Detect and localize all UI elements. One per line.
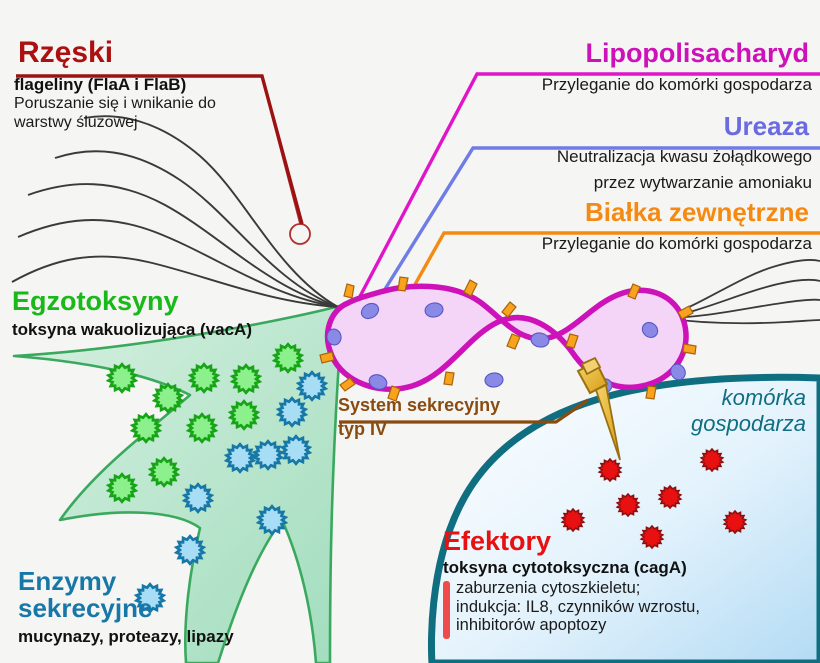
outer-protein-spikes: [319, 276, 697, 402]
secretory-enzymes-description: mucynazy, proteazy, lipazy: [18, 626, 234, 646]
secretory-enzymes-heading-line1: Enzymy: [18, 566, 117, 596]
leader-line-t4ss: [339, 398, 589, 424]
urease-heading: Ureaza: [723, 111, 809, 141]
secretory-enzymes-heading-line2: sekrecyjne: [18, 593, 153, 624]
outer-proteins-heading: Białka zewnętrzne: [585, 197, 809, 227]
outer-proteins-description: Przyleganie do komórki gospodarza: [541, 234, 812, 253]
host-cell-line1: komórka: [721, 385, 806, 410]
leader-line-urease: [370, 146, 820, 311]
lps-heading-wrap: Lipopolisacharyd: [585, 40, 812, 67]
exotoxins-heading: Egzotoksyny: [12, 286, 179, 316]
label-outer-proteins: Białka zewnętrzne Przyleganie do komórki…: [542, 199, 812, 253]
effectors-description-block: zaburzenia cytoszkieletu; indukcja: IL8,…: [443, 579, 700, 640]
label-effectors: Efektory toksyna cytotoksyczna (cagA) za…: [443, 526, 700, 640]
lps-description: Przyleganie do komórki gospodarza: [541, 75, 812, 94]
label-flagella: Rzęski flageliny (FlaA i FlaB) Poruszani…: [14, 38, 216, 148]
label-host-cell: komórka gospodarza: [640, 385, 806, 437]
secretion-needle: [576, 356, 621, 461]
effectors-description-line3: inhibitorów apoptozy: [456, 615, 607, 634]
outer-proteins-heading-wrap: Białka zewnętrzne: [585, 199, 812, 226]
exotoxins-description: toksyna wakuolizująca (vacA): [12, 320, 252, 339]
flagella-description-line2: warstwy śluzowej: [14, 113, 138, 131]
secretion-system-heading-line1: System sekrecyjny: [338, 395, 501, 415]
label-exotoxins: Egzotoksyny toksyna wakuolizująca (vacA): [12, 286, 252, 340]
label-urease: Ureaza Neutralizacja kwasu żołądkowego p…: [556, 111, 813, 193]
flagella-subtitle: flageliny (FlaA i FlaB): [14, 75, 187, 94]
flagella-left: [11, 115, 339, 308]
leader-line-outer-proteins: [402, 231, 820, 305]
effectors-description-line1: zaburzenia cytoszkieletu;: [456, 579, 641, 598]
label-lps: Lipopolisacharyd Przyleganie do komórki …: [541, 40, 812, 95]
effectors-subtitle: toksyna cytotoksyczna (cagA): [443, 558, 687, 577]
urease-description-line2: przez wytwarzanie amoniaku: [593, 173, 812, 193]
effectors-heading: Efektory: [443, 526, 552, 556]
label-secretory-enzymes: Enzymy sekrecyjne mucynazy, proteazy, li…: [18, 566, 234, 646]
host-cell-shape: [427, 373, 820, 663]
urease-heading-wrap: Ureaza: [723, 111, 813, 141]
leader-line-lps: [354, 72, 820, 305]
lps-heading: Lipopolisacharyd: [585, 38, 809, 68]
flagella-heading: Rzęski: [14, 38, 117, 70]
flagella-right: [661, 258, 820, 325]
bacterium-body: [324, 283, 689, 392]
secretion-system-heading-line2: typ IV: [338, 419, 388, 439]
effectors-description-line2: indukcja: IL8, czynników wzrostu,: [456, 597, 700, 616]
label-secretion-system: System sekrecyjny typ IV: [338, 396, 500, 440]
leader-line-flagella: [16, 74, 304, 225]
host-cell-line2: gospodarza: [691, 410, 806, 436]
flagella-description-line1: Poruszanie się i wnikanie do: [14, 95, 216, 113]
urease-description-line1: Neutralizacja kwasu żołądkowego: [556, 147, 812, 166]
